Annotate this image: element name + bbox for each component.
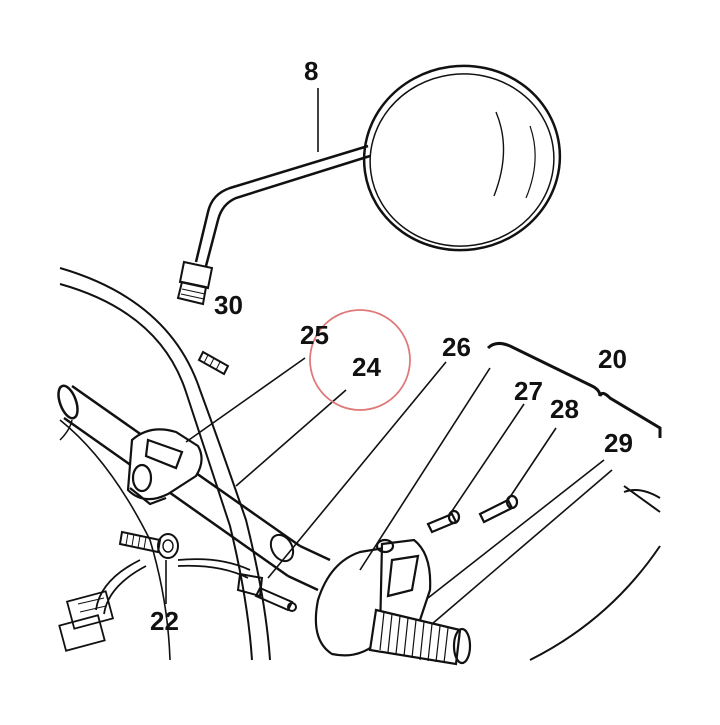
callout-29: 29: [604, 428, 633, 458]
right-body-outline: [529, 485, 661, 661]
callout-labels: 8 30 25 24 26 20 27 28 29 22: [150, 56, 633, 636]
mirror-glare-2: [525, 125, 536, 199]
leader-26: [359, 367, 491, 571]
body-outline: [59, 267, 271, 661]
throttle-assembly: [314, 494, 519, 666]
grip-end: [452, 627, 472, 665]
bolt-head: [157, 533, 179, 559]
leader-28: [507, 427, 557, 501]
mirror-head-inner: [369, 73, 555, 247]
group-bracket: [486, 341, 662, 438]
callout-20: 20: [598, 344, 627, 374]
clamp-slot: [144, 438, 184, 470]
fairing-curve-inner: [59, 283, 253, 661]
connector-plug: [65, 590, 115, 630]
leader-29b: [431, 469, 613, 625]
bolt-shank: [118, 530, 162, 554]
leader-26-screw: [267, 361, 447, 579]
leader-24: [235, 389, 347, 487]
callout-26: 26: [442, 332, 471, 362]
clamp-part: [126, 428, 203, 506]
screw-head: [236, 572, 264, 598]
callout-30: 30: [214, 290, 243, 320]
screw-part: [236, 533, 297, 612]
callout-25: 25: [300, 320, 329, 350]
bar-end-collar: [269, 533, 295, 563]
callout-24: 24: [352, 352, 381, 382]
leader-25: [185, 357, 306, 443]
mirror-stem-bottom: [204, 154, 371, 267]
callout-8: 8: [304, 56, 318, 86]
pin-body: [197, 350, 230, 376]
bolt-part: [118, 530, 179, 559]
handlebar-bottom-edge: [63, 416, 289, 578]
wiring-connector: [58, 558, 251, 652]
fairing-curve-lower: [59, 419, 171, 661]
callout-27: 27: [514, 376, 543, 406]
callout-28: 28: [550, 394, 579, 424]
leader-lines: [165, 88, 613, 625]
clamp-bolt-hole: [131, 463, 153, 493]
mirror-head-outer: [362, 64, 562, 252]
leader-27: [449, 403, 525, 515]
mirror-glare: [493, 111, 505, 197]
mirror-nut: [178, 260, 214, 290]
mirror-stem-top: [194, 144, 369, 263]
highlight-circle: [309, 309, 411, 411]
mirror-assembly: [176, 64, 562, 306]
pin-part: [197, 350, 230, 376]
mirror-thread: [176, 280, 208, 306]
handlebar-end: [57, 384, 79, 420]
callout-22: 22: [150, 606, 179, 636]
leader-29: [427, 459, 605, 599]
